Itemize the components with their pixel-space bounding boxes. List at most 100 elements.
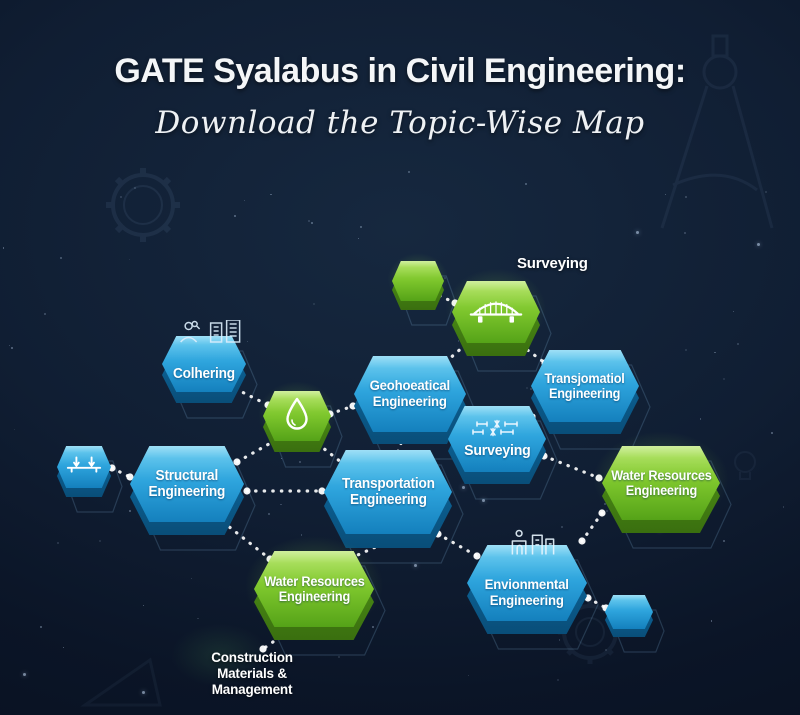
star-dot [757,243,760,247]
inspector-buildings-icon [177,319,249,349]
star-dot [300,534,302,536]
hex-content: Colhering [162,336,246,402]
hex-content [452,281,540,343]
star-dot [243,199,246,202]
star-dot [190,577,192,580]
hex-face [254,551,374,627]
hex-content: Surveying [448,406,546,472]
star-dot [372,625,375,628]
edge-endpoint-dot [578,537,586,545]
star-dot [142,604,145,607]
star-dot [664,194,667,196]
star-dot [736,342,739,345]
hex-face [448,406,546,472]
edge-endpoint-dot [126,473,134,481]
star-dot [722,377,725,380]
star-dot [457,340,459,342]
star-dot [710,620,712,622]
node-external-label-surveying-bridge: Surveying [517,255,588,272]
star-dot [63,647,65,649]
star-dot [2,247,5,249]
star-dot [308,219,311,222]
hex-node-water-drop [263,391,331,452]
star-dot [561,525,564,528]
star-dot [604,648,607,651]
star-dot [468,674,470,677]
star-dot [770,432,773,435]
star-dot [312,303,315,306]
star-dot [684,196,687,199]
page-subtitle: Download the Topic-Wise Map [155,105,645,141]
hex-label-colhering: Colhering [173,365,235,382]
hex-face [392,261,444,301]
star-dot [684,232,687,235]
star-dot [267,512,270,515]
star-dot [142,691,146,695]
hex-node-colhering: Colhering [162,319,246,403]
page-title: GATE Syalabus in Civil Engineering: [114,52,686,90]
hex-face [467,545,587,621]
bridge-icon [469,296,523,329]
star-dot [98,540,101,543]
hex-node-surveying-bridge [452,281,540,356]
edge-structural-to-water-resources-bottom [221,520,272,561]
star-dot [357,237,360,240]
star-dot [119,196,122,198]
star-dot [408,171,410,173]
hex-face [324,450,452,534]
star-dot [360,226,362,228]
star-dot [338,656,341,659]
edge-endpoint-dot [349,402,357,410]
star-dot [606,510,609,513]
star-dot [443,276,446,279]
star-dot [556,678,559,681]
edge-endpoint-dot [318,487,326,495]
star-dot [524,182,527,185]
star-dot [413,563,417,567]
gear-icon [106,168,180,242]
star-dot [39,626,42,629]
edge-endpoint-dot [598,509,606,517]
star-dot [525,386,528,389]
star-dot [765,190,768,193]
hex-label-surveying-blue: Surveying [463,441,531,459]
star-dot [60,256,63,259]
hex-face [602,446,720,520]
hex-content [263,391,331,441]
star-dot [56,542,59,545]
hex-face [162,336,246,392]
star-dot [11,346,14,349]
water-drop-icon [284,397,310,436]
star-dot [558,639,561,641]
star-dot [13,429,16,431]
light-bulb-icon [734,451,756,480]
edge-endpoint-dot [595,474,603,482]
star-dot [722,540,725,543]
edge-endpoint-dot [473,552,481,560]
star-dot [530,387,533,390]
hex-face [130,446,244,522]
hex-content [605,595,653,629]
star-dot [732,310,735,313]
edge-endpoint-dot [243,487,251,495]
edge-endpoint-dot [233,458,241,466]
star-dot [280,457,283,460]
star-dot [233,214,236,217]
